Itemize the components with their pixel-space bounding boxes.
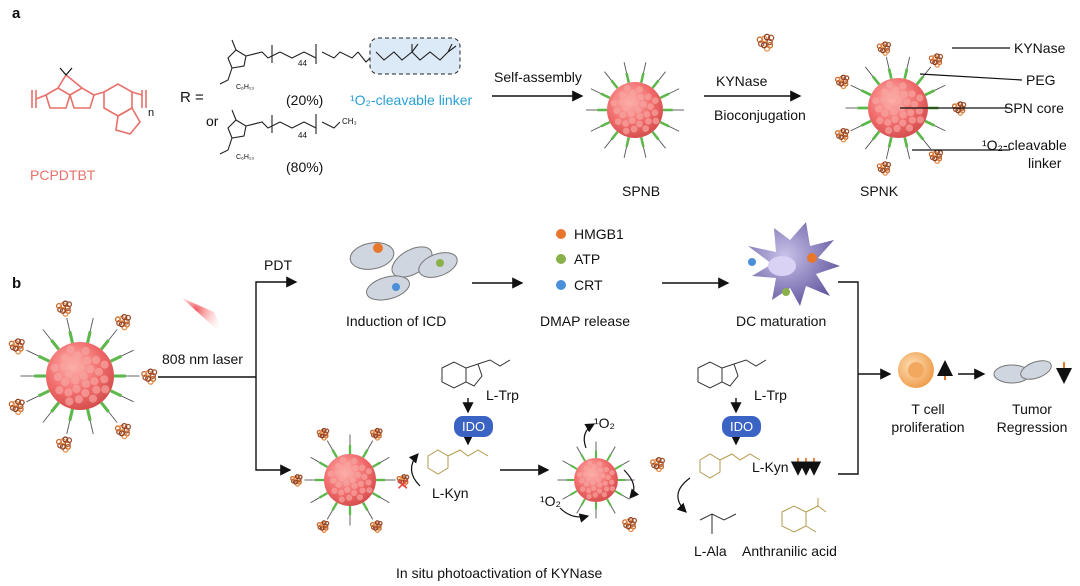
r-prefix: R = xyxy=(180,89,204,106)
hexyl-2: C₆H₁₃ xyxy=(236,154,255,161)
spnb-label: SPNB xyxy=(622,183,661,199)
lala-label: L-Ala xyxy=(694,543,727,559)
legend-lines xyxy=(900,47,1023,151)
atp-label: ATP xyxy=(574,251,601,267)
legend-linker-2: linker xyxy=(1028,155,1062,171)
or-text: or xyxy=(206,113,219,129)
tumor-label-2: Regression xyxy=(996,419,1068,435)
tcell-label-1: T cell xyxy=(911,401,945,417)
laser-label: 808 nm laser xyxy=(162,351,243,367)
dc-label: DC maturation xyxy=(736,313,827,329)
pcpdtbt-structure xyxy=(31,73,147,135)
spnb-particle xyxy=(586,62,684,158)
tcell-label-2: proliferation xyxy=(891,419,965,435)
side-chain-80pct xyxy=(219,109,341,155)
conversion-arrow xyxy=(676,477,691,513)
repeat-n: n xyxy=(148,107,155,119)
tumor-cells-icd xyxy=(349,242,458,301)
crt-dot xyxy=(556,280,566,290)
pct-80: (80%) xyxy=(286,159,324,175)
lkyn-label-2: L-Kyn xyxy=(752,459,789,475)
singlet-oxygen-2: ¹O₂ xyxy=(540,493,561,509)
spnb-mid xyxy=(557,441,635,519)
spnk-label: SPNK xyxy=(860,183,899,199)
legend-peg: PEG xyxy=(1026,72,1056,88)
subscript-44a: 44 xyxy=(298,59,307,68)
hexyl-1: C₆H₁₃ xyxy=(236,84,255,91)
linker-label: ¹O₂-cleavable linker xyxy=(350,92,473,108)
dmap-label: DMAP release xyxy=(540,313,631,329)
atp-dot xyxy=(556,254,566,264)
free-kynase-protein xyxy=(756,33,775,52)
spnk-particle xyxy=(834,41,967,176)
pdt-branch xyxy=(255,276,298,377)
kynase-arrow-label: KYNase xyxy=(716,73,768,89)
svg-text:✕: ✕ xyxy=(396,477,409,494)
anthranilic-label: Anthranilic acid xyxy=(742,543,837,559)
polymer-name: PCPDTBT xyxy=(30,167,96,183)
legend-kynase: KYNase xyxy=(1014,40,1066,56)
crt-label: CRT xyxy=(574,277,603,293)
lkyn-label-1: L-Kyn xyxy=(432,485,469,501)
lkyn-structure-1 xyxy=(427,449,489,475)
ltrp-structure-1 xyxy=(441,359,511,389)
anthranilic-structure xyxy=(781,498,827,533)
ch3: CH₃ xyxy=(342,117,357,126)
linker-box xyxy=(369,37,461,75)
panel-a-label: a xyxy=(12,5,21,22)
tumor-label-1: Tumor xyxy=(1012,401,1052,417)
triple-down-arrow xyxy=(790,458,822,476)
kynase-branch xyxy=(255,377,292,476)
pcpdtbt-bonds xyxy=(59,67,73,76)
hmgb1-label: HMGB1 xyxy=(574,226,624,242)
ltrp-label-2: L-Trp xyxy=(754,387,787,403)
pdt-label: PDT xyxy=(264,257,292,273)
induction-label: Induction of ICD xyxy=(346,313,447,329)
spnk-bottom xyxy=(290,427,410,534)
lkyn-structure-2 xyxy=(699,453,761,479)
legend-core: SPN core xyxy=(1004,100,1064,116)
ido-badge-2: IDO xyxy=(722,416,762,437)
ltrp-label-1: L-Trp xyxy=(486,387,519,403)
ltrp-structure-2 xyxy=(697,359,767,389)
ido-badge-1: IDO xyxy=(454,416,494,437)
pct-20: (20%) xyxy=(286,92,324,108)
released-kynase-2 xyxy=(622,517,638,533)
caption: In situ photoactivation of KYNase xyxy=(396,565,603,581)
legend-linker-1: ¹O₂-cleavable xyxy=(982,137,1067,153)
bracket xyxy=(838,281,859,475)
dendritic-cell xyxy=(748,222,840,306)
released-kynase-1 xyxy=(650,457,666,473)
laser-beam xyxy=(182,298,226,338)
lala-structure xyxy=(699,513,737,534)
bioconjugation-label: Bioconjugation xyxy=(714,107,806,123)
singlet-oxygen-1: ¹O₂ xyxy=(594,415,615,431)
spnk-large xyxy=(8,300,158,453)
self-assembly-label: Self-assembly xyxy=(494,69,582,85)
subscript-44b: 44 xyxy=(298,131,307,140)
tumor-cell-2 xyxy=(1020,360,1052,380)
hmgb1-dot xyxy=(556,229,566,239)
panel-b-label: b xyxy=(12,275,22,292)
